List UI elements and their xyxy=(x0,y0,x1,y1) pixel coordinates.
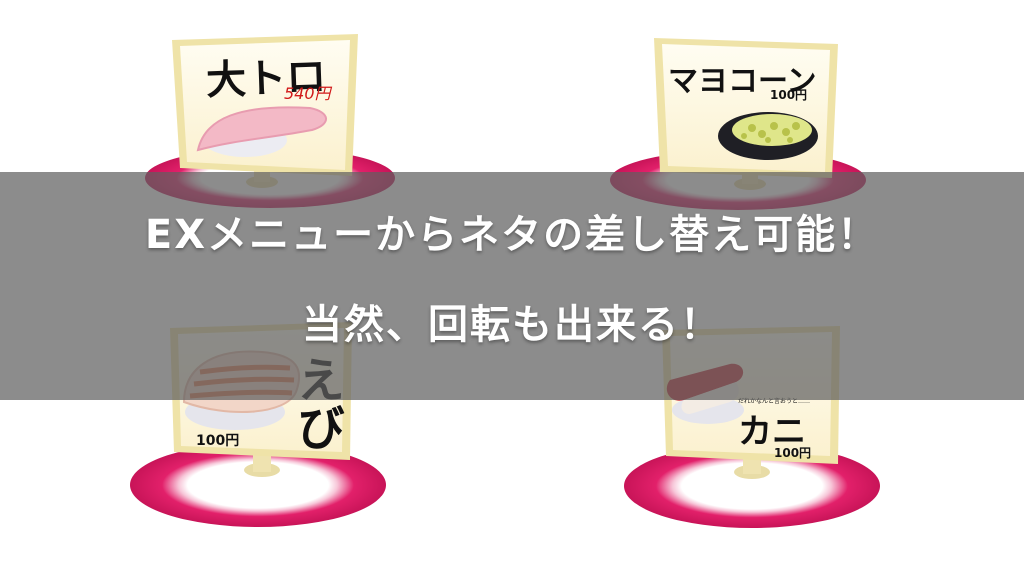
sign-title-mayocorn: マヨコーン xyxy=(668,64,817,99)
turntable-plate xyxy=(624,444,880,528)
banner-line-2: 当然、回転も出来る！ xyxy=(302,302,722,348)
tuna-slice xyxy=(196,106,327,152)
sign-price-kani: 100円 xyxy=(774,446,812,460)
corn-kernels xyxy=(741,122,800,143)
sign-price-ebi: 100円 xyxy=(196,433,240,449)
sign-title-kani: カニ xyxy=(738,412,806,452)
sign-caption-kani: だれかなんと言おうと…… xyxy=(738,398,811,405)
corn-topping xyxy=(732,114,812,146)
caption-banner: EXメニューからネタの差し替え可能！ 当然、回転も出来る！ xyxy=(0,172,1024,400)
banner-line-1: EXメニューからネタの差し替え可能！ xyxy=(144,212,880,258)
turntable-plate xyxy=(130,443,386,527)
sign-price-otoro: 540円 xyxy=(284,84,331,103)
sign-price-mayocorn: 100円 xyxy=(770,88,808,102)
